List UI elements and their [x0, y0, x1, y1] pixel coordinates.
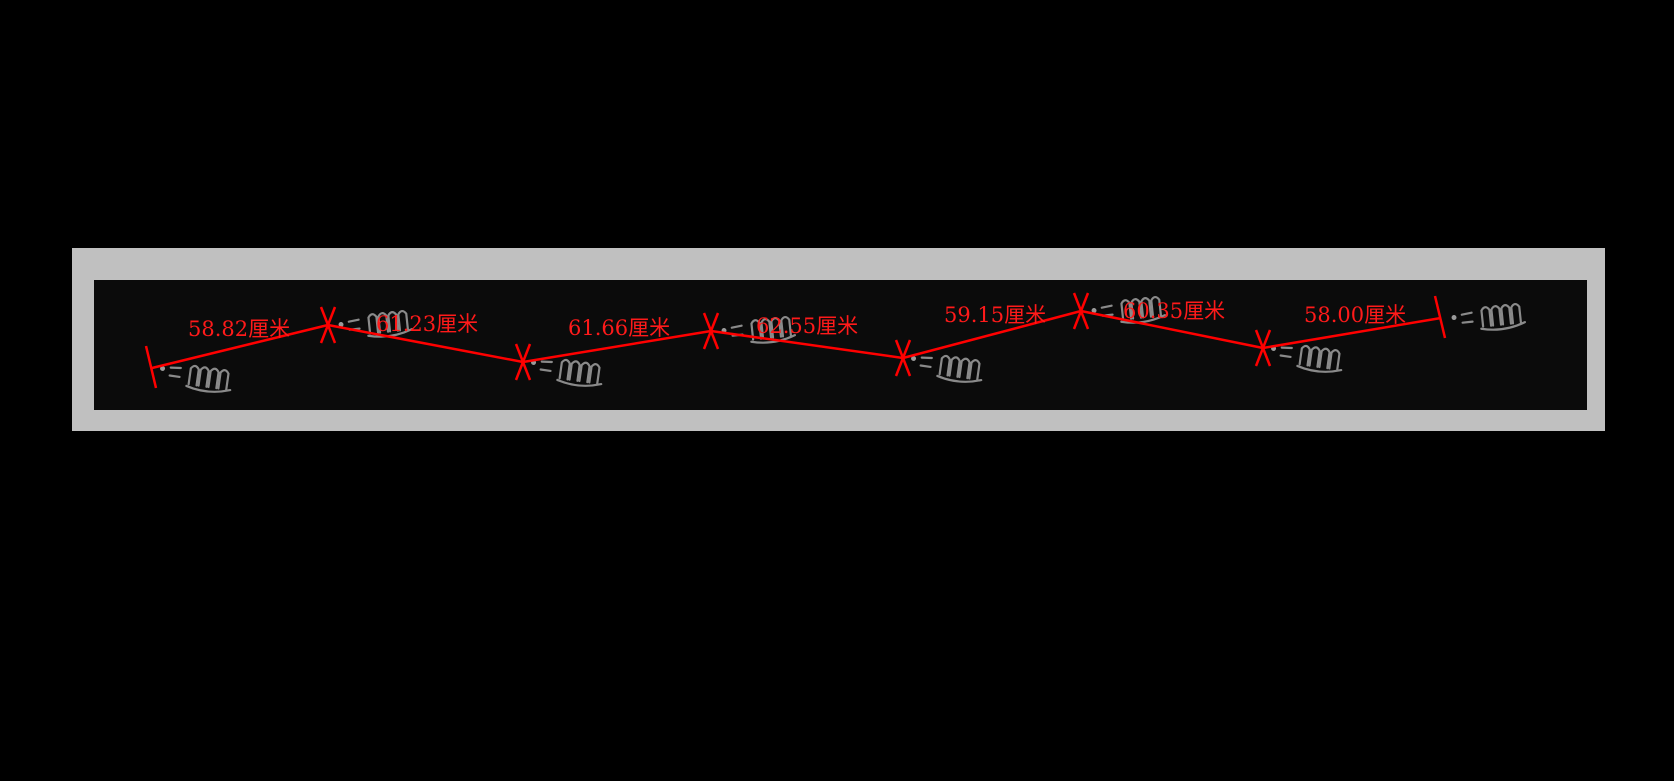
distance-label-5: 59.15厘米	[944, 303, 1046, 327]
heel-marker-5	[894, 339, 912, 377]
footprint-strip	[94, 280, 1587, 410]
stride-line-3	[522, 329, 712, 364]
stride-line-7	[1262, 316, 1442, 350]
distance-labels-layer: 58.82厘米 61.23厘米 61.66厘米 62.55厘米 59.15厘米 …	[188, 299, 1406, 341]
footprint-7	[1271, 344, 1343, 373]
heel-marker-8	[1433, 295, 1447, 339]
heel-marker-1	[144, 345, 158, 389]
footprint-1	[160, 364, 232, 393]
footprint-6	[1091, 295, 1166, 324]
heel-marker-7	[1254, 329, 1272, 367]
footprint-8	[1451, 302, 1526, 331]
footprint-5	[911, 354, 983, 383]
distance-label-4: 62.55厘米	[756, 314, 858, 338]
distance-label-3: 61.66厘米	[568, 316, 670, 340]
distance-label-1: 58.82厘米	[188, 317, 290, 341]
stride-line-2	[327, 323, 524, 364]
distance-label-6: 60.35厘米	[1123, 299, 1225, 323]
stride-line-6	[1080, 309, 1264, 350]
stride-line-4	[710, 329, 904, 360]
distance-label-7: 58.00厘米	[1304, 303, 1406, 327]
distance-label-2: 61.23厘米	[376, 312, 478, 336]
heel-marker-2	[319, 306, 337, 344]
heel-marker-6	[1072, 292, 1090, 330]
stride-lines-layer	[151, 309, 1442, 370]
stride-line-1	[151, 323, 329, 370]
footprint-3	[531, 358, 603, 387]
heel-markers-layer	[144, 292, 1447, 389]
footprint-4	[721, 315, 796, 344]
heel-marker-4	[702, 312, 720, 350]
stride-line-5	[902, 309, 1082, 360]
heel-marker-3	[514, 343, 532, 381]
